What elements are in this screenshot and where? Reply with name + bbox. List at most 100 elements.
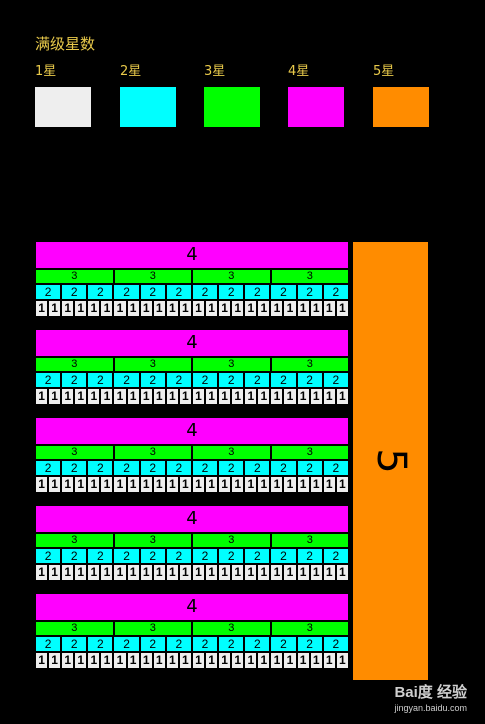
legend-swatch bbox=[35, 87, 91, 127]
three-star-cell: 3 bbox=[35, 445, 114, 460]
one-star-cell: 1 bbox=[152, 476, 166, 493]
one-star-cell: 1 bbox=[100, 388, 114, 405]
one-star-cell: 1 bbox=[165, 476, 179, 493]
two-star-cell: 2 bbox=[244, 460, 271, 476]
five-star-label: 5 bbox=[367, 448, 414, 474]
one-star-cell: 1 bbox=[283, 652, 297, 669]
two-star-cell: 2 bbox=[322, 460, 349, 476]
two-star-cell: 2 bbox=[244, 548, 271, 564]
one-star-cell: 1 bbox=[139, 300, 153, 317]
one-star-cell: 1 bbox=[322, 476, 336, 493]
two-star-cell: 2 bbox=[244, 636, 271, 652]
two-star-cell: 2 bbox=[322, 548, 349, 564]
one-star-cell: 1 bbox=[257, 300, 271, 317]
three-star-cell: 3 bbox=[270, 269, 349, 284]
one-star-cell: 1 bbox=[74, 476, 88, 493]
one-star-cell: 1 bbox=[191, 388, 206, 405]
legend-item-1: 1星 bbox=[35, 63, 95, 127]
three-star-cell: 3 bbox=[270, 621, 349, 636]
one-star-cell: 1 bbox=[126, 388, 140, 405]
two-star-cell: 2 bbox=[270, 460, 297, 476]
one-star-cell: 1 bbox=[296, 388, 310, 405]
three-star-cell: 3 bbox=[113, 533, 192, 548]
page-title: 满级星数 bbox=[35, 35, 96, 53]
three-star-cell: 3 bbox=[35, 357, 114, 372]
three-star-cell: 3 bbox=[113, 445, 192, 460]
two-star-cell: 2 bbox=[35, 460, 62, 476]
two-star-cell: 2 bbox=[35, 636, 62, 652]
one-star-cell: 1 bbox=[205, 388, 219, 405]
two-star-cell: 2 bbox=[218, 548, 245, 564]
one-star-cell: 1 bbox=[231, 476, 245, 493]
legend-item-5: 5星 bbox=[373, 63, 433, 127]
two-star-cell: 2 bbox=[165, 372, 192, 388]
watermark-logo: Bai度 经验 bbox=[394, 684, 467, 701]
one-star-cell: 1 bbox=[74, 388, 88, 405]
one-star-cell: 1 bbox=[218, 564, 232, 581]
one-star-cell: 1 bbox=[191, 300, 206, 317]
one-star-cell: 1 bbox=[257, 564, 271, 581]
two-star-cell: 2 bbox=[296, 636, 323, 652]
two-star-cell: 2 bbox=[244, 284, 271, 300]
three-star-cell: 3 bbox=[270, 357, 349, 372]
two-star-cell: 2 bbox=[165, 636, 192, 652]
two-star-cell: 2 bbox=[322, 372, 349, 388]
one-star-cell: 1 bbox=[100, 564, 114, 581]
one-star-cell: 1 bbox=[35, 652, 49, 669]
one-star-cell: 1 bbox=[178, 652, 192, 669]
two-star-cell: 2 bbox=[322, 284, 349, 300]
one-star-cell: 1 bbox=[270, 652, 284, 669]
one-star-cell: 1 bbox=[335, 564, 349, 581]
one-star-cell: 1 bbox=[244, 476, 258, 493]
two-star-cell: 2 bbox=[113, 636, 140, 652]
one-star-cell: 1 bbox=[74, 652, 88, 669]
legend-label: 3星 bbox=[204, 64, 226, 79]
one-star-cell: 1 bbox=[113, 388, 127, 405]
three-star-cell: 3 bbox=[113, 621, 192, 636]
two-star-cell: 2 bbox=[87, 636, 114, 652]
one-star-cell: 1 bbox=[61, 388, 75, 405]
three-star-cell: 3 bbox=[192, 533, 271, 548]
one-star-cell: 1 bbox=[218, 300, 232, 317]
three-star-cell: 3 bbox=[192, 357, 271, 372]
one-star-cell: 1 bbox=[126, 300, 140, 317]
one-star-cell: 1 bbox=[152, 564, 166, 581]
one-star-cell: 1 bbox=[35, 476, 49, 493]
legend-item-2: 2星 bbox=[120, 63, 180, 127]
two-star-cell: 2 bbox=[87, 284, 114, 300]
two-star-cell: 2 bbox=[218, 372, 245, 388]
one-star-cell: 1 bbox=[100, 652, 114, 669]
one-star-cell: 1 bbox=[35, 388, 49, 405]
legend-label: 4星 bbox=[288, 64, 310, 79]
two-star-cell: 2 bbox=[87, 372, 114, 388]
two-star-cell: 2 bbox=[139, 548, 166, 564]
legend-swatch bbox=[373, 87, 429, 127]
one-star-cell: 1 bbox=[48, 564, 62, 581]
one-star-cell: 1 bbox=[61, 476, 75, 493]
two-star-cell: 2 bbox=[270, 284, 297, 300]
two-star-cell: 2 bbox=[191, 372, 219, 388]
one-star-cell: 1 bbox=[322, 564, 336, 581]
one-star-cell: 1 bbox=[335, 300, 349, 317]
four-star-band: 4 bbox=[35, 329, 349, 357]
one-star-cell: 1 bbox=[48, 652, 62, 669]
one-star-cell: 1 bbox=[165, 564, 179, 581]
one-star-cell: 1 bbox=[270, 476, 284, 493]
one-star-cell: 1 bbox=[87, 300, 101, 317]
two-star-cell: 2 bbox=[139, 460, 166, 476]
one-star-cell: 1 bbox=[231, 388, 245, 405]
three-star-cell: 3 bbox=[35, 621, 114, 636]
two-star-cell: 2 bbox=[61, 372, 88, 388]
one-star-cell: 1 bbox=[113, 564, 127, 581]
one-star-cell: 1 bbox=[165, 652, 179, 669]
three-star-cell: 3 bbox=[270, 533, 349, 548]
one-star-cell: 1 bbox=[257, 476, 271, 493]
two-star-cell: 2 bbox=[322, 636, 349, 652]
two-star-cell: 2 bbox=[139, 284, 166, 300]
one-star-cell: 1 bbox=[309, 564, 323, 581]
one-star-cell: 1 bbox=[205, 564, 219, 581]
